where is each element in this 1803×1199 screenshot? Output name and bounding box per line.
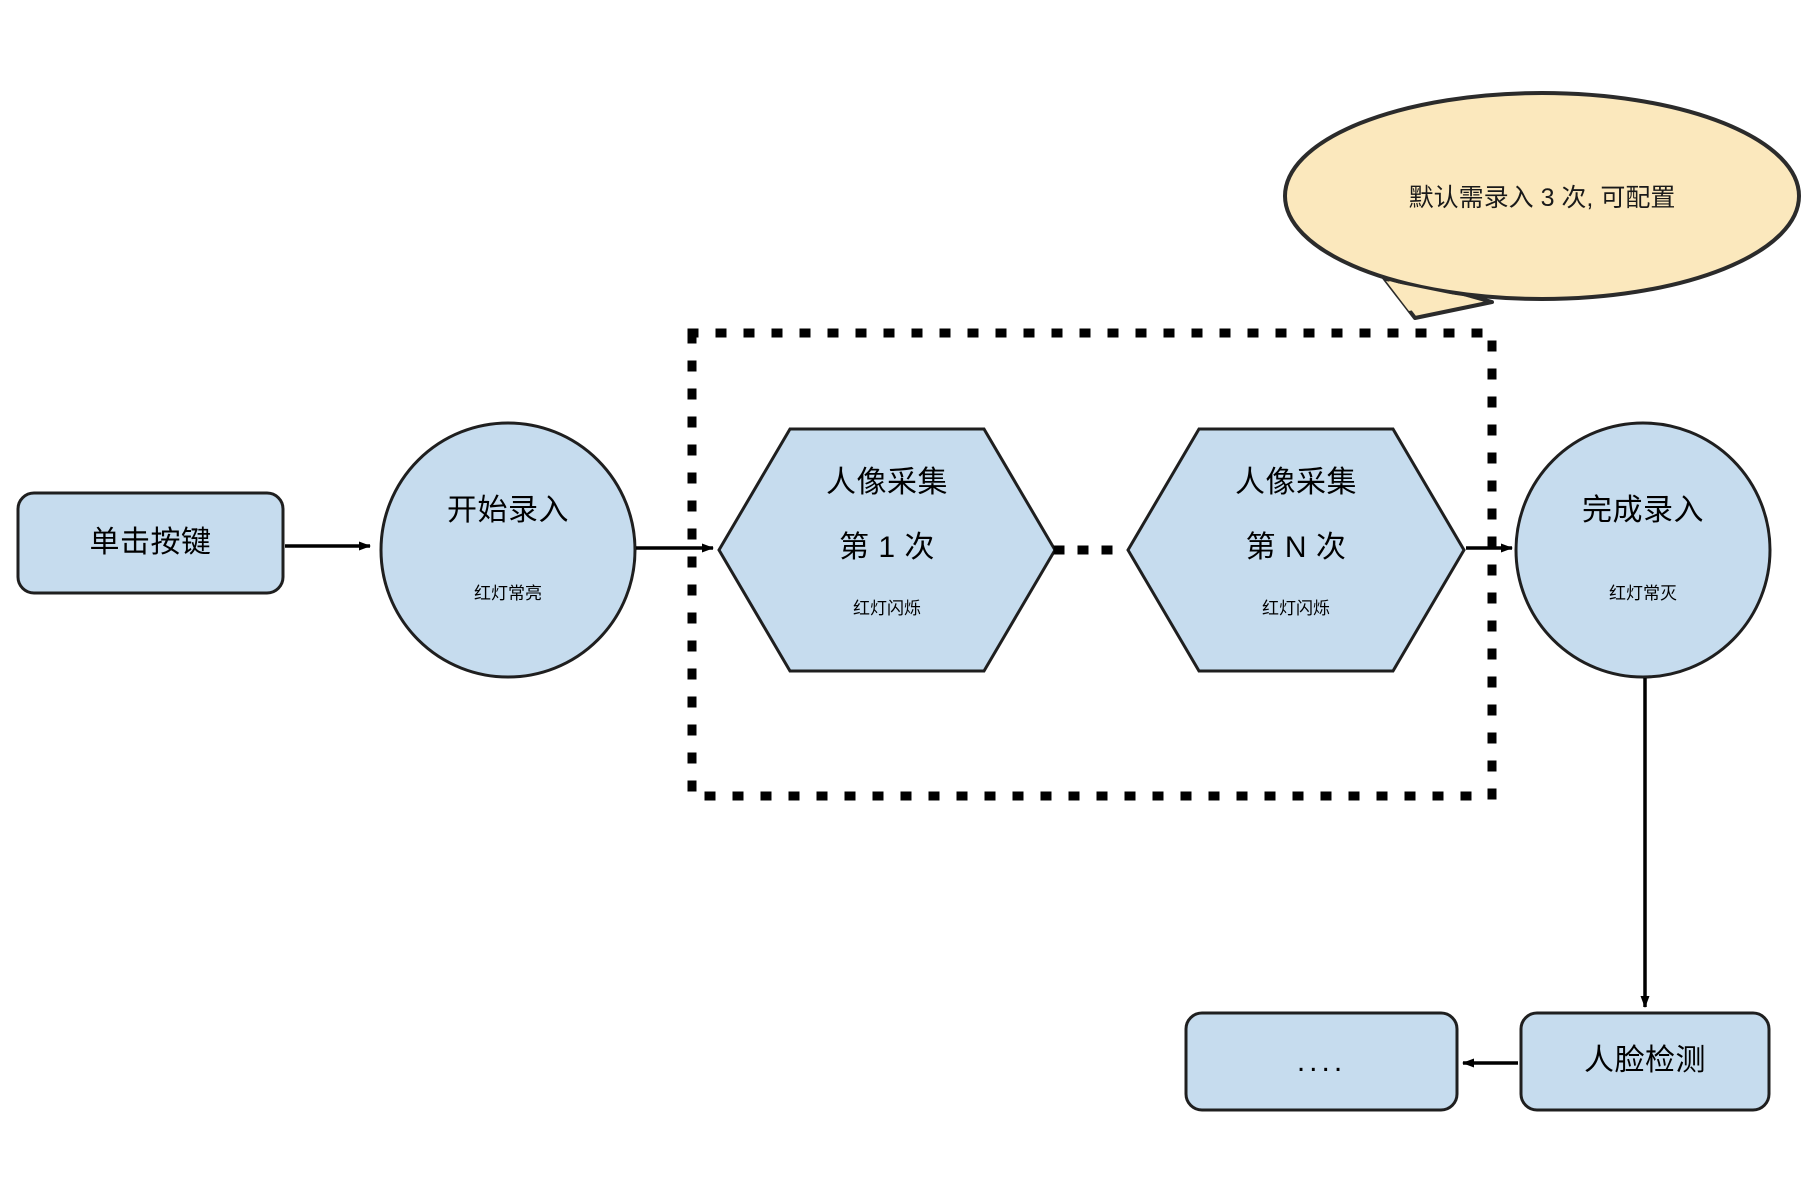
more-steps-node-shape[interactable]: [1184, 1011, 1459, 1112]
capture-first-label-line2: 第 1 次: [839, 530, 935, 564]
callout-tail-shape: [1376, 268, 1494, 320]
callout-label: 默认需录入 3 次, 可配置: [1408, 184, 1676, 212]
start-enroll-sub-label: 红灯常亮: [474, 584, 542, 604]
finish-enroll-node[interactable]: 完成录入 红灯常灭: [1516, 423, 1770, 677]
capture-nth-label-line1: 人像采集: [1235, 466, 1357, 500]
capture-first-node[interactable]: 人像采集 第 1 次 红灯闪烁: [719, 429, 1055, 671]
start-enroll-node-shape[interactable]: [379, 421, 637, 679]
button-press-node-shape[interactable]: [16, 491, 285, 595]
callout-bubble: 默认需录入 3 次, 可配置: [1285, 93, 1799, 299]
capture-nth-sub-label: 红灯闪烁: [1262, 599, 1330, 619]
start-enroll-label: 开始录入: [447, 493, 569, 527]
finish-enroll-node-shape[interactable]: [1514, 421, 1772, 679]
more-steps-label: ....: [1296, 1044, 1347, 1078]
capture-first-node-shape[interactable]: [717, 427, 1057, 673]
callout-tail-cover: [1386, 281, 1470, 311]
capture-loop-group-box: [687, 328, 1497, 801]
finish-enroll-label: 完成录入: [1582, 493, 1704, 527]
capture-nth-node[interactable]: 人像采集 第 N 次 红灯闪烁: [1128, 429, 1464, 671]
capture-nth-node-shape[interactable]: [1126, 427, 1466, 673]
capture-first-sub-label: 红灯闪烁: [853, 599, 921, 619]
more-steps-node[interactable]: ....: [1186, 1013, 1457, 1110]
face-detect-node-shape[interactable]: [1519, 1011, 1771, 1112]
capture-nth-label-line2: 第 N 次: [1245, 530, 1347, 564]
face-detect-node[interactable]: 人脸检测: [1521, 1013, 1769, 1110]
capture-first-label-line1: 人像采集: [826, 466, 948, 500]
callout-bubble-shape: [1283, 91, 1801, 301]
button-press-label: 单击按键: [89, 525, 212, 559]
start-enroll-node[interactable]: 开始录入 红灯常亮: [381, 423, 635, 677]
finish-enroll-sub-label: 红灯常灭: [1609, 584, 1677, 604]
button-press-node[interactable]: 单击按键: [18, 493, 283, 593]
face-detect-label: 人脸检测: [1584, 1044, 1706, 1078]
